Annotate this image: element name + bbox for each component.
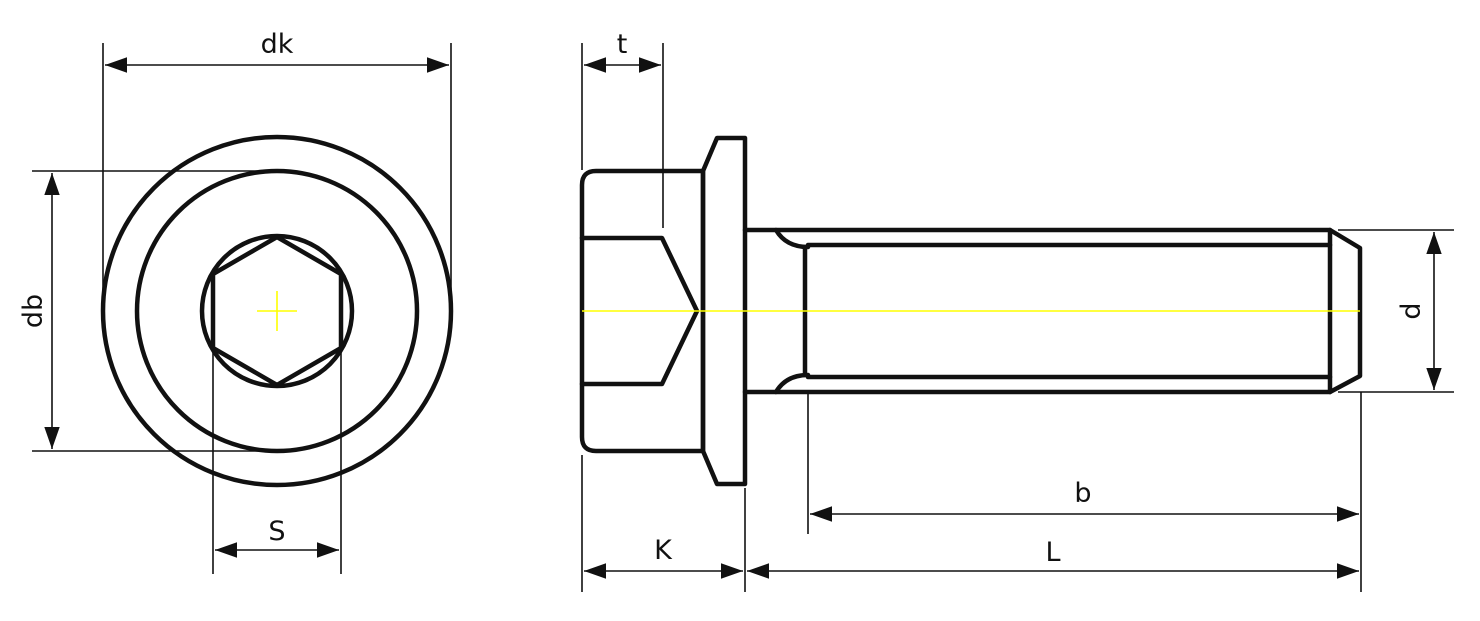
dim-k: K <box>581 455 746 592</box>
front-view <box>100 134 454 488</box>
flange <box>700 135 748 487</box>
label-b: b <box>1074 478 1091 509</box>
thread-runout-top <box>773 227 811 250</box>
dim-d: d <box>1338 229 1454 393</box>
label-dk: dk <box>261 29 294 60</box>
label-k: K <box>654 535 673 566</box>
dim-dk: dk <box>102 29 452 300</box>
label-l: L <box>1045 537 1060 568</box>
dim-s: S <box>212 348 342 574</box>
thread-runout-bottom <box>773 372 811 395</box>
hex-head <box>579 168 706 454</box>
label-t: t <box>617 29 628 60</box>
label-s: S <box>268 516 285 547</box>
flange-outer-circle <box>100 134 454 488</box>
hex-socket <box>210 234 344 388</box>
shank-outline <box>742 227 1363 395</box>
side-view <box>579 135 1363 487</box>
dim-db: db <box>18 170 282 452</box>
label-db: db <box>18 294 49 328</box>
label-d: d <box>1396 302 1427 319</box>
dim-l: L <box>747 537 1359 579</box>
dim-t: t <box>581 29 664 228</box>
dim-b: b <box>807 392 1362 592</box>
